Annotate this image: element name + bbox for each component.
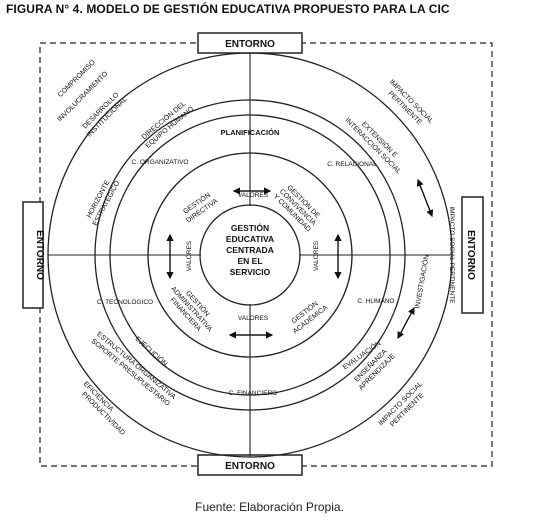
impacto-right-label: IMPACTO SOCIAL PERTINENTE (448, 206, 455, 304)
valores-label-right: VALORES (313, 240, 320, 271)
environment-box-bottom: ENTORNO (197, 454, 303, 476)
svg-text:ENTORNO: ENTORNO (225, 461, 275, 472)
environment-box-top: ENTORNO (197, 32, 303, 54)
svg-text:ENTORNO: ENTORNO (34, 230, 45, 280)
capital-financiero: C. FINANCIERO (229, 390, 277, 397)
environment-box-left: ENTORNO (22, 201, 45, 309)
svg-text:ENTORNO: ENTORNO (465, 230, 476, 280)
valores-label-top: VALORES (238, 192, 269, 199)
valores-label-bottom: VALORES (238, 315, 269, 322)
gestion-directiva-label: GESTIÓN DIRECTIVA (181, 190, 220, 224)
figure-source: Fuente: Elaboración Propia. (195, 500, 344, 514)
svg-text:SERVICIO: SERVICIO (230, 267, 271, 277)
figure-title: FIGURA N° 4. MODELO DE GESTIÓN EDUCATIVA… (6, 2, 450, 16)
gestion-academica-label: GESTIÓN ACADÉMICA (289, 299, 329, 336)
impacto-bottom-label: IMPACTO SOCIAL PERTINENTE (378, 381, 426, 429)
horizonte-label: HORIZONTE ESTRATÉGICO (86, 179, 122, 228)
valores-label-left: VALORES (186, 240, 193, 271)
valores-arrows (166, 178, 434, 340)
svg-text:GESTIÓN: GESTIÓN (231, 222, 269, 233)
center-label: GESTIÓN EDUCATIVA CENTRADA EN EL SERVICI… (226, 222, 274, 277)
capital-organizativo: C. ORGANIZATIVO (132, 159, 189, 166)
capital-relacional: C. RELACIONAL (327, 161, 377, 168)
impacto-top-label: IMPACTO SOCIAL PERTINENTE (387, 79, 435, 127)
involucramiento-label: INVOLUCRAMIENTO (56, 70, 109, 123)
capital-tecnologico: C. TECNOLÓGICO (97, 297, 153, 306)
svg-text:EDUCATIVA: EDUCATIVA (226, 234, 274, 244)
capital-humano: C. HUMANO (357, 298, 394, 305)
svg-text:ENTORNO: ENTORNO (225, 39, 275, 50)
investigacion-label: INVESTIGACIÓN (412, 254, 430, 310)
management-model-diagram: ENTORNO ENTORNO ENTORNO ENTORNO GESTIÓN … (22, 32, 493, 476)
planificacion-label: PLANIFICACIÓN (221, 128, 280, 137)
svg-text:CENTRADA: CENTRADA (226, 245, 274, 255)
environment-box-right: ENTORNO (461, 196, 484, 314)
svg-text:EN EL: EN EL (237, 256, 262, 266)
